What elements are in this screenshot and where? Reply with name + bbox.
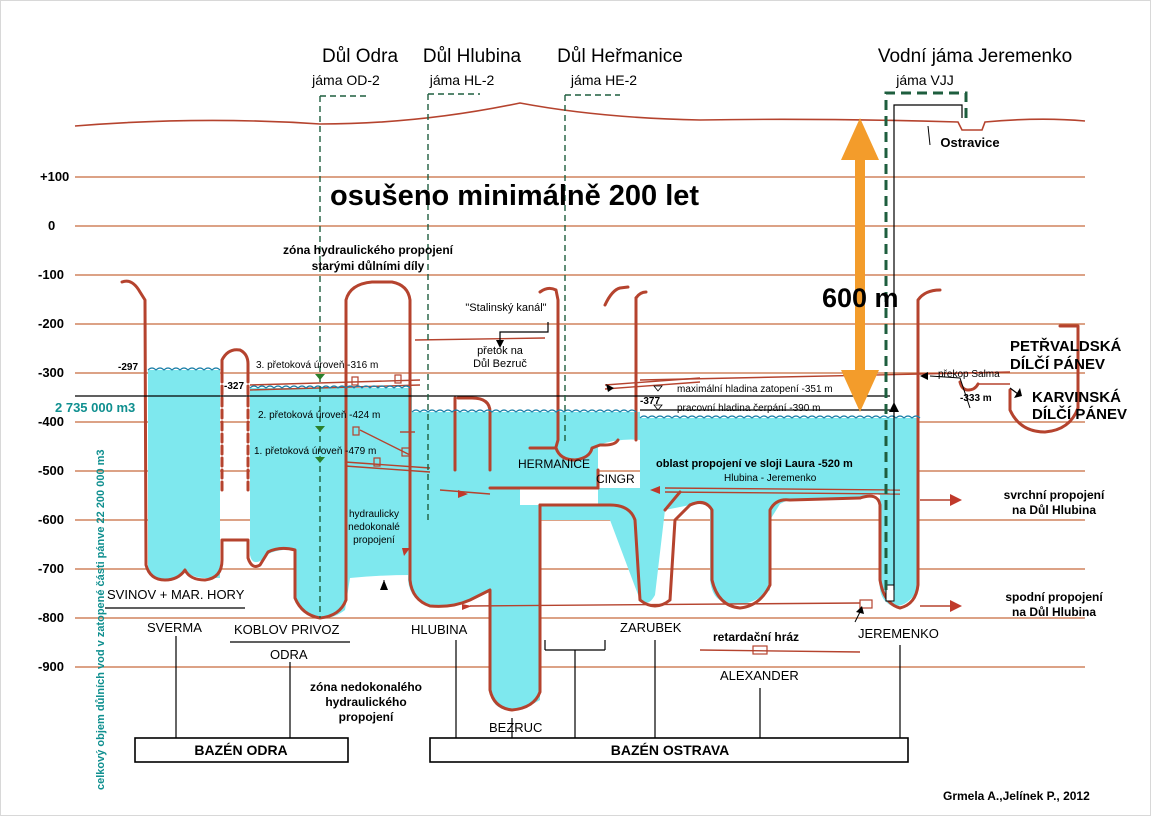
basin-odra-box	[134, 737, 349, 763]
depth-mark: -327	[224, 381, 244, 392]
laura-sub-label: Hlubina - Jeremenko	[724, 473, 817, 484]
shaft-hermanice-code: jáma HE-2	[570, 72, 637, 88]
depth-tick: -600	[38, 512, 64, 527]
depth-tick: -900	[38, 659, 64, 674]
max-water-level: maximální hladina zatopení -351 m	[677, 384, 833, 395]
incomplete-small-line1: hydraulicky	[349, 509, 399, 520]
dam-label: retardační hráz	[713, 630, 799, 644]
depth-tick: -300	[38, 365, 64, 380]
shaft-hermanice-title: Důl Heřmanice	[557, 46, 683, 67]
water-surfaces	[147, 367, 921, 419]
mine-label-svinov: SVINOV + MAR. HORY	[107, 587, 245, 602]
level-marker-icon	[315, 457, 325, 463]
flow-to-line1: přetok na	[477, 345, 524, 357]
petrvald-line1: PETŘVALDSKÁ	[1010, 337, 1122, 355]
lower-connection-line1: spodní propojení	[1005, 590, 1103, 604]
incomplete-small-line3: propojení	[353, 535, 395, 546]
mine-label-bezruc: BEZRUC	[489, 720, 542, 735]
thin-connections	[249, 337, 1011, 655]
depth-tick: +100	[40, 169, 69, 184]
mine-label-koblov: KOBLOV PRIVOZ	[234, 622, 340, 637]
depth-tick: -800	[38, 610, 64, 625]
mine-label-jeremenko: JEREMENKO	[858, 626, 939, 641]
overflow-level-3: 3. přetoková úroveň -316 m	[256, 360, 378, 371]
basin-connectors	[175, 636, 901, 738]
height-arrow	[841, 118, 879, 412]
height-label: 600 m	[822, 283, 899, 313]
zone-hydraulic-line2: starými důlními díly	[312, 259, 425, 273]
level-marker-icon	[315, 426, 325, 432]
depth-mark: -333 m	[960, 393, 992, 404]
volume-axis-label: celkový objem důlních vod v zatopené čás…	[95, 449, 107, 790]
mine-workings-outline	[120, 279, 1080, 712]
reference-lines	[75, 395, 890, 411]
upper-connection-line2: na Důl Hlubina	[1012, 503, 1096, 517]
mine-label-alexander: ALEXANDER	[720, 668, 799, 683]
stalin-canal-label: "Stalinský kanál"	[465, 302, 546, 314]
overflow-level-1: 1. přetoková úroveň -479 m	[254, 446, 376, 457]
mine-label-odra: ODRA	[270, 647, 308, 662]
zone-incomplete-line1: zóna nedokonalého	[310, 680, 422, 694]
zone-hydraulic-line1: zóna hydraulického propojení	[283, 243, 454, 257]
river-ostravice: Ostravice	[940, 135, 999, 150]
zone-incomplete-line3: propojení	[339, 710, 394, 724]
shaft-odra-title: Důl Odra	[322, 46, 398, 67]
level-marker-icon	[653, 385, 663, 392]
petrvald-line2: DÍLČÍ PÁNEV	[1010, 355, 1105, 373]
depth-tick: -100	[38, 267, 64, 282]
karvina-line2: DÍLČÍ PÁNEV	[1032, 405, 1127, 423]
mine-label-hlubina: HLUBINA	[411, 622, 468, 637]
shaft-jeremenko-title: Vodní jáma Jeremenko	[878, 46, 1072, 67]
shaft-hlubina-code: jáma HL-2	[429, 72, 495, 88]
mine-label-hermanice: HERMANICE	[518, 457, 590, 471]
karvina-line1: KARVINSKÁ	[1032, 389, 1121, 406]
depth-tick: -500	[38, 463, 64, 478]
ground-surface	[74, 102, 1086, 131]
volume-left: 2 735 000 m3	[55, 400, 135, 415]
mine-label-sverma: SVERMA	[147, 620, 202, 635]
flooded-workings	[148, 370, 918, 711]
incomplete-small-line2: nedokonalé	[348, 522, 400, 533]
basin-ostrava-label: BAZÉN OSTRAVA	[611, 742, 729, 758]
depth-tick: -400	[38, 414, 64, 429]
depth-axis: +100 0 -100 -200 -300 -400 -500 -600 -70…	[38, 169, 69, 674]
mine-label-zarubek: ZARUBEK	[620, 620, 682, 635]
depth-tick: -200	[38, 316, 64, 331]
depth-mark: -297	[118, 362, 138, 373]
upper-connection-line1: svrchní propojení	[1004, 488, 1105, 502]
mine-label-cingr: CINGR	[596, 472, 635, 486]
shaft-jeremenko-code: jáma VJJ	[895, 72, 954, 88]
level-marker-icon	[653, 404, 663, 411]
small-arrows	[380, 125, 1022, 623]
depth-tick: -700	[38, 561, 64, 576]
depth-tick: 0	[48, 218, 55, 233]
pumping-water-level: pracovní hladina čerpání -390 m	[677, 403, 820, 414]
credit: Grmela A.,Jelínek P., 2012	[943, 789, 1090, 803]
flow-to-line2: Důl Bezruč	[473, 358, 527, 370]
laura-label: oblast propojení ve sloji Laura -520 m	[656, 458, 853, 470]
basin-ostrava-box	[429, 737, 909, 763]
level-marker-icon	[315, 374, 325, 380]
shaft-odra-code: jáma OD-2	[311, 72, 380, 88]
lower-connection-line2: na Důl Hlubina	[1012, 605, 1096, 619]
basin-odra-label: BAZÉN ODRA	[194, 742, 287, 758]
overflow-level-2: 2. přetoková úroveň -424 m	[258, 410, 380, 421]
zone-incomplete-line2: hydraulického	[325, 695, 406, 709]
shafts	[319, 91, 968, 618]
salma-label: překop Salma	[938, 369, 1000, 380]
headline: osušeno minimálně 200 let	[330, 180, 699, 212]
shaft-hlubina-title: Důl Hlubina	[423, 46, 522, 67]
depth-mark: -377	[640, 396, 660, 407]
